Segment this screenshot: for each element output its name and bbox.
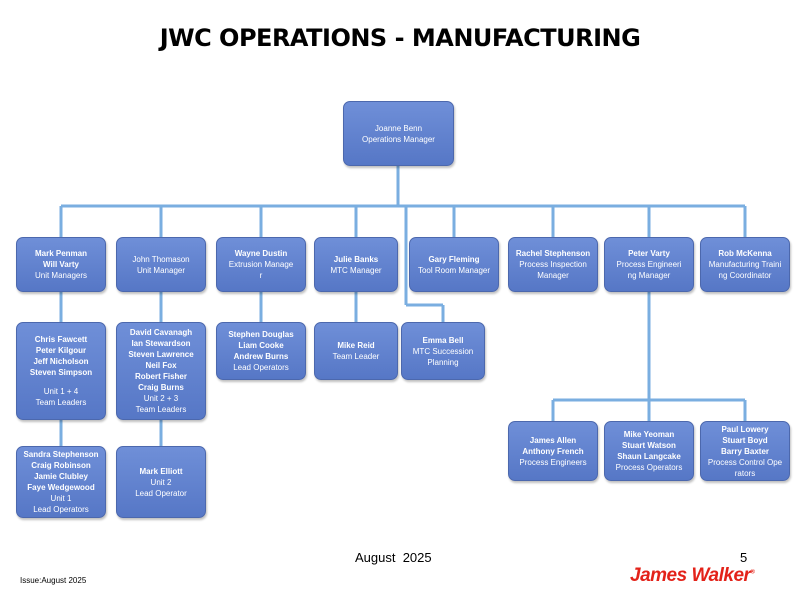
page-title: JWC OPERATIONS - MANUFACTURING [159, 24, 641, 52]
node-names: Rob McKenna [718, 249, 772, 258]
node-names: Paul Lowery Stuart Boyd Barry Baxter [720, 424, 770, 456]
node-names: Mark Penman Will Varty [34, 249, 88, 269]
node-role: Manufacturing Traini ng Coordinator [708, 260, 782, 280]
node-role: Process Engineeri ng Manager [616, 260, 682, 280]
node-role: Process Control Ope rators [707, 457, 783, 478]
node-role: Operations Manager [362, 134, 435, 144]
james-walker-logo: James Walker® [630, 565, 755, 587]
node-names: Mike Yeoman Stuart Watson Shaun Langcake [617, 430, 681, 461]
node-unit-managers: Mark Penman Will Varty Unit Managers [16, 237, 106, 292]
node-role: Process Inspection Manager [519, 260, 587, 280]
node-role: Process Operators [615, 463, 683, 472]
node-names: Mike Reid [337, 341, 375, 350]
node-team-leaders-unit-2-3: David Cavanagh Ian Stewardson Steven Law… [116, 322, 206, 420]
node-role: Unit Managers [34, 271, 88, 280]
node-extrusion-lead-operators: Stephen Douglas Liam Cooke Andrew Burns … [216, 322, 306, 380]
node-names: Mark Elliott [139, 466, 183, 476]
node-names: Gary Fleming [428, 254, 480, 264]
node-role: Unit 2 Lead Operator [135, 477, 187, 498]
node-role: Process Engineers [519, 457, 587, 467]
node-mtc-manager: Julie Banks MTC Manager [314, 237, 398, 292]
node-names: David Cavanagh Ian Stewardson Steven Law… [128, 328, 194, 392]
node-names: Emma Bell [422, 335, 464, 345]
node-role: Unit 2 + 3 Team Leaders [135, 394, 187, 414]
node-names: Rachel Stephenson [515, 249, 591, 258]
node-process-engineering-manager: Peter Varty Process Engineeri ng Manager [604, 237, 694, 292]
node-names: Joanne Benn [374, 123, 423, 133]
node-names: Julie Banks [333, 254, 379, 264]
node-team-leaders-unit-1-4: Chris Fawcett Peter Kilgour Jeff Nichols… [16, 322, 106, 420]
node-role: Lead Operators [233, 363, 289, 372]
node-role: Team Leader [332, 352, 380, 361]
issue-date: Issue:August 2025 [20, 576, 87, 585]
node-mtc-team-leader: Mike Reid Team Leader [314, 322, 398, 380]
node-names: John Thomason [132, 254, 190, 264]
logo-text: James Walker [630, 565, 751, 586]
node-role: MTC Succession Planning [412, 346, 474, 367]
node-names: Sandra Stephenson Craig Robinson Jamie C… [23, 450, 99, 492]
node-process-control-operators: Paul Lowery Stuart Boyd Barry Baxter Pro… [700, 421, 790, 481]
node-process-operators: Mike Yeoman Stuart Watson Shaun Langcake… [604, 421, 694, 481]
logo-mark: ® [750, 569, 755, 576]
node-role: Unit Manager [136, 265, 186, 275]
node-process-inspection-manager: Rachel Stephenson Process Inspection Man… [508, 237, 598, 292]
node-names: Chris Fawcett Peter Kilgour Jeff Nichols… [29, 335, 93, 377]
node-unit-manager: John Thomason Unit Manager [116, 237, 206, 292]
node-role: Tool Room Manager [417, 265, 491, 275]
footer-date: August 2025 [355, 550, 432, 565]
node-names: Peter Varty [628, 249, 670, 258]
node-process-engineers: James Allen Anthony French Process Engin… [508, 421, 598, 481]
node-mtc-succession: Emma Bell MTC Succession Planning [401, 322, 485, 380]
node-operations-manager: Joanne Benn Operations Manager [343, 101, 454, 166]
node-names: Wayne Dustin [234, 249, 288, 258]
node-role: MTC Manager [330, 265, 382, 275]
node-training-coordinator: Rob McKenna Manufacturing Traini ng Coor… [700, 237, 790, 292]
page-number: 5 [740, 550, 748, 565]
node-unit-1-lead-operators: Sandra Stephenson Craig Robinson Jamie C… [16, 446, 106, 518]
node-role: Unit 1 Lead Operators [33, 494, 89, 514]
node-role: Unit 1 + 4 Team Leaders [35, 387, 87, 407]
node-unit-2-lead-operator: Mark Elliott Unit 2 Lead Operator [116, 446, 206, 518]
node-names: Stephen Douglas Liam Cooke Andrew Burns [228, 330, 294, 361]
node-names: James Allen Anthony French [522, 435, 584, 456]
node-tool-room-manager: Gary Fleming Tool Room Manager [409, 237, 499, 292]
node-role: Extrusion Manage r [228, 260, 294, 280]
node-extrusion-manager: Wayne Dustin Extrusion Manage r [216, 237, 306, 292]
